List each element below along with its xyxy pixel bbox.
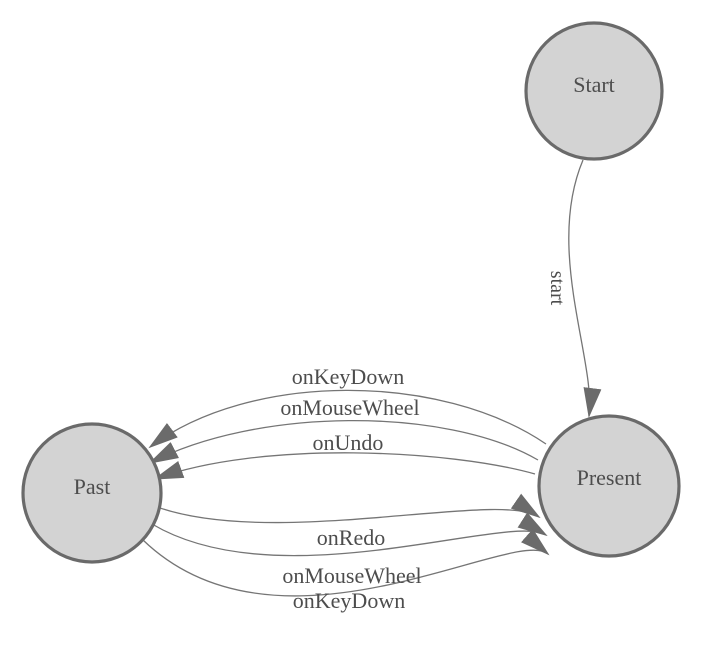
edge-label-onkeydown-bottom: onKeyDown (293, 588, 405, 613)
edge-label-start: start (546, 271, 568, 306)
transition-start-to-present (568, 159, 602, 418)
state-label-past: Past (74, 474, 111, 499)
edge-label-onredo: onRedo (317, 525, 385, 550)
transition-present-to-past-onmousewheel (148, 419, 539, 464)
state-node-start: Start (524, 21, 664, 161)
state-label-start: Start (573, 72, 615, 97)
transition-past-to-present-onredo (159, 493, 541, 524)
edge-label-onmousewheel-top: onMouseWheel (280, 395, 419, 420)
state-label-present: Present (577, 465, 642, 490)
transition-present-to-past-onundo (153, 452, 536, 480)
state-node-past: Past (21, 422, 163, 564)
state-node-present: Present (537, 414, 681, 558)
state-circle-past (21, 422, 163, 564)
state-circle-start (524, 21, 664, 161)
edge-label-onkeydown-top: onKeyDown (292, 364, 404, 389)
state-circle-present (537, 414, 681, 558)
transition-present-to-past-onkeydown (148, 389, 547, 449)
edge-label-onundo: onUndo (313, 430, 384, 455)
edge-label-onmousewheel-bottom: onMouseWheel (282, 563, 421, 588)
transition-past-to-present-onkeydown (142, 528, 550, 597)
